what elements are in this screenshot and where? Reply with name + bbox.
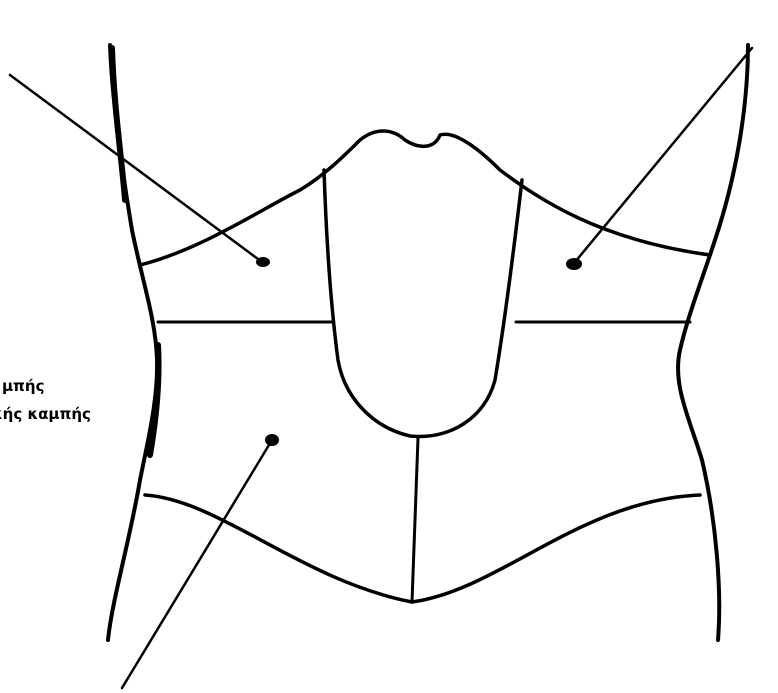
center-vertical-seam <box>412 438 418 602</box>
upper-neckline-curve <box>140 131 710 265</box>
leader-line-upper-right <box>575 48 752 262</box>
left-back-edge <box>112 48 125 200</box>
leader-line-lower <box>122 440 272 688</box>
left-body-outline <box>108 45 157 640</box>
label-line-2: κής καμπής <box>0 405 91 423</box>
marker-dot-upper-left <box>256 257 270 267</box>
marker-dot-upper-right <box>566 258 582 270</box>
left-lumbar-edge <box>150 345 159 455</box>
leader-line-upper-left <box>10 75 262 262</box>
center-panel-outline <box>324 170 522 436</box>
marker-dot-lower <box>265 434 279 446</box>
right-body-outline <box>678 45 748 640</box>
label-line-1: μπής <box>2 377 44 395</box>
